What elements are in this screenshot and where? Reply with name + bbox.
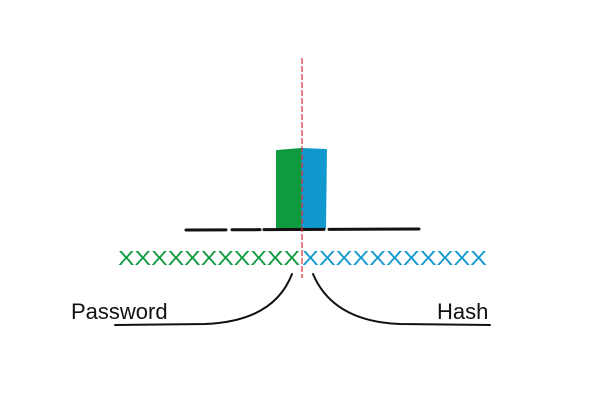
hash-curve: [312, 273, 491, 326]
ground-line: [184, 227, 422, 232]
hash-label: Hash: [437, 299, 489, 324]
blue-block-half: [301, 148, 327, 229]
green-x-row: XXXXXXXXXXX: [118, 248, 300, 270]
green-block-half: [276, 148, 303, 230]
password-label: Password: [71, 299, 168, 324]
password-curve: [114, 273, 293, 326]
blue-x-row: XXXXXXXXXXX: [302, 248, 487, 270]
